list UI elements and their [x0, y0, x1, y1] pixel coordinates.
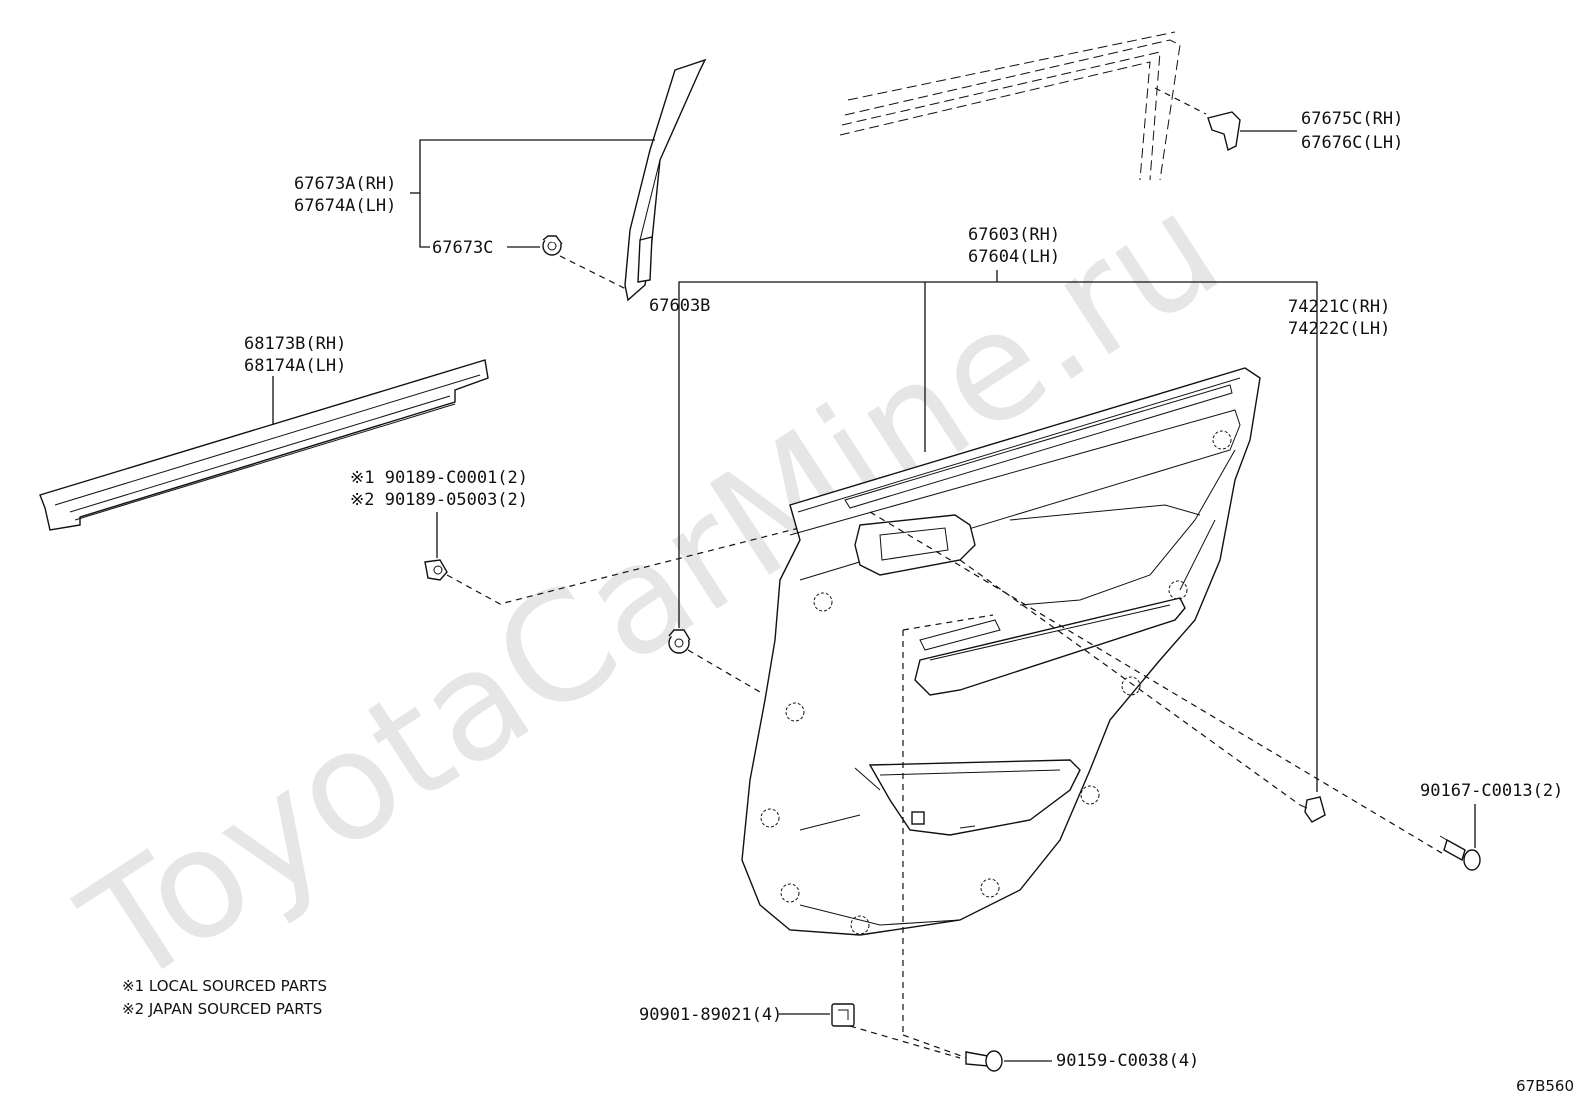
- leader-67603b-dash: [687, 649, 761, 693]
- belt-weatherstrip-68173b: [39, 359, 489, 531]
- clip-90189: [424, 559, 448, 581]
- leader-90901-dash: [849, 1025, 961, 1059]
- label-90901: 90901-89021(4): [639, 1005, 782, 1025]
- leader-90189-dash: [446, 509, 871, 605]
- clip-90901: [831, 1003, 855, 1027]
- label-90189-05003: ※2 90189-05003(2): [350, 490, 528, 510]
- label-90159: 90159-C0038(4): [1056, 1051, 1199, 1071]
- label-67603-rh: 67603(RH): [968, 225, 1060, 245]
- leader-74221c-dash: [959, 559, 1301, 806]
- label-74222c-lh: 74222C(LH): [1288, 319, 1390, 339]
- label-67604-lh: 67604(LH): [968, 247, 1060, 267]
- label-68173b-rh: 68173B(RH): [244, 334, 346, 354]
- leader-90167-dash: [869, 511, 1446, 856]
- screw-90167: [1439, 835, 1481, 871]
- cap-74221c: [1299, 796, 1326, 823]
- label-74221c-rh: 74221C(RH): [1288, 297, 1390, 317]
- leader-67673c-dash: [559, 255, 629, 291]
- label-90167: 90167-C0013(2): [1420, 781, 1563, 801]
- label-67673c: 67673C: [432, 238, 493, 258]
- clip-67603b: [668, 629, 691, 654]
- bracket-67673a: [419, 139, 655, 248]
- leader-inner-vertical: [902, 614, 994, 1059]
- diagram-code: 67B560: [1516, 1077, 1574, 1095]
- note-japan-sourced: ※2 JAPAN SOURCED PARTS: [122, 1000, 322, 1018]
- note-local-sourced: ※1 LOCAL SOURCED PARTS: [122, 977, 327, 995]
- label-67675c-rh: 67675C(RH): [1301, 109, 1403, 129]
- label-67673a-rh: 67673A(RH): [294, 174, 396, 194]
- door-trim-panel-67603: [741, 367, 1261, 936]
- window-frame-outline: [839, 31, 1181, 181]
- label-67676c-lh: 67676C(LH): [1301, 133, 1403, 153]
- clip-67673c: [542, 235, 563, 256]
- label-68174a-lh: 68174A(LH): [244, 356, 346, 376]
- label-67674a-lh: 67674A(LH): [294, 196, 396, 216]
- screw-90159: [965, 1050, 1003, 1072]
- label-67603b: 67603B: [649, 296, 710, 316]
- label-90189-c0001: ※1 90189-C0001(2): [350, 468, 528, 488]
- leader-67675c-dash: [1154, 87, 1207, 115]
- pillar-garnish-67673a: [624, 58, 707, 302]
- corner-clip-67675c: [1207, 111, 1241, 152]
- bracket-67603: [678, 270, 1318, 792]
